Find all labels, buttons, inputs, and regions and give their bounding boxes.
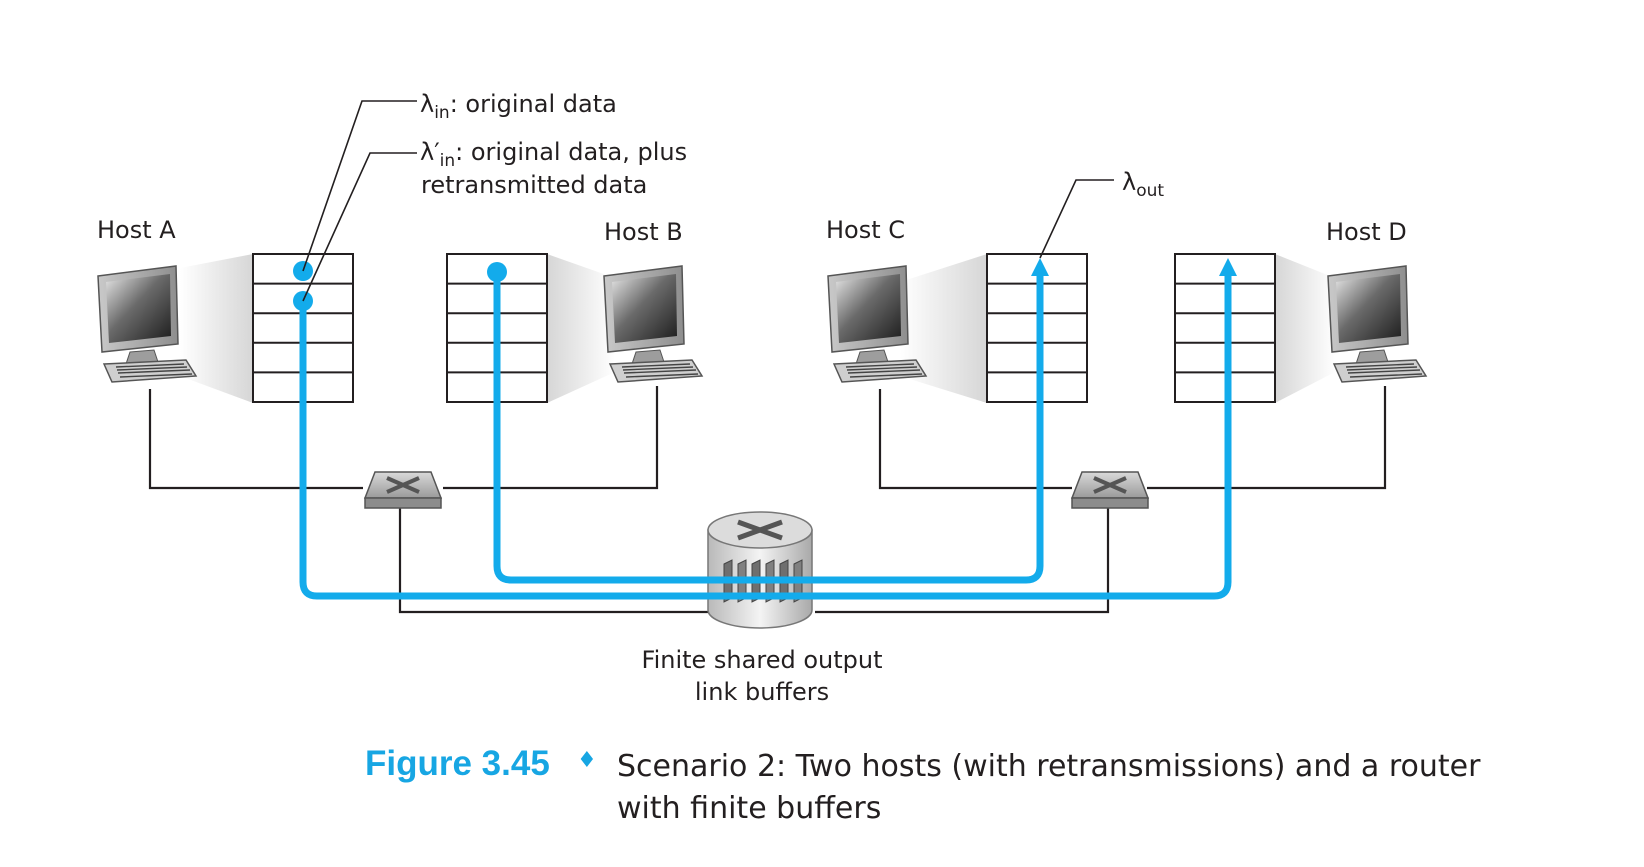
host-d-computer-icon (1327, 265, 1427, 383)
figure-label: Figure 3.45 (365, 744, 550, 783)
ethernet-lines (148, 386, 1387, 614)
host-a-beam (180, 254, 253, 403)
flow-host-a-to-host-d (299, 269, 1232, 600)
caption-bullet-icon: ♦ (577, 748, 597, 773)
host-b-label: Host B (604, 218, 683, 246)
host-b-computer-icon (603, 265, 703, 383)
lambda-in-label: λin: original data (420, 90, 617, 123)
flow-host-b-to-host-c (493, 266, 1044, 584)
host-b-origin-dot (487, 262, 507, 282)
host-a-label: Host A (97, 216, 176, 244)
host-d-label: Host D (1326, 218, 1407, 246)
router-label-line1: Finite shared output (642, 646, 883, 674)
lambda-in-prime-label: λ′in: original data, plus (420, 138, 687, 171)
switch-left-icon (363, 470, 443, 510)
host-d-beam (1275, 254, 1335, 403)
switch-right-icon (1070, 470, 1150, 510)
callout-lines (302, 100, 1114, 302)
host-c-beam (900, 254, 987, 403)
host-c-label: Host C (826, 216, 905, 244)
arrowhead-host-c-icon (1031, 258, 1049, 276)
router-icon (707, 511, 813, 629)
figure-caption: Scenario 2: Two hosts (with retransmissi… (617, 749, 1481, 826)
router-label-line2: link buffers (695, 678, 829, 706)
retransmitted-data-label: retransmitted data (421, 171, 647, 199)
lambda-out-label: λout (1122, 168, 1164, 201)
host-b-beam (547, 254, 615, 403)
arrowhead-host-d-icon (1219, 258, 1237, 276)
